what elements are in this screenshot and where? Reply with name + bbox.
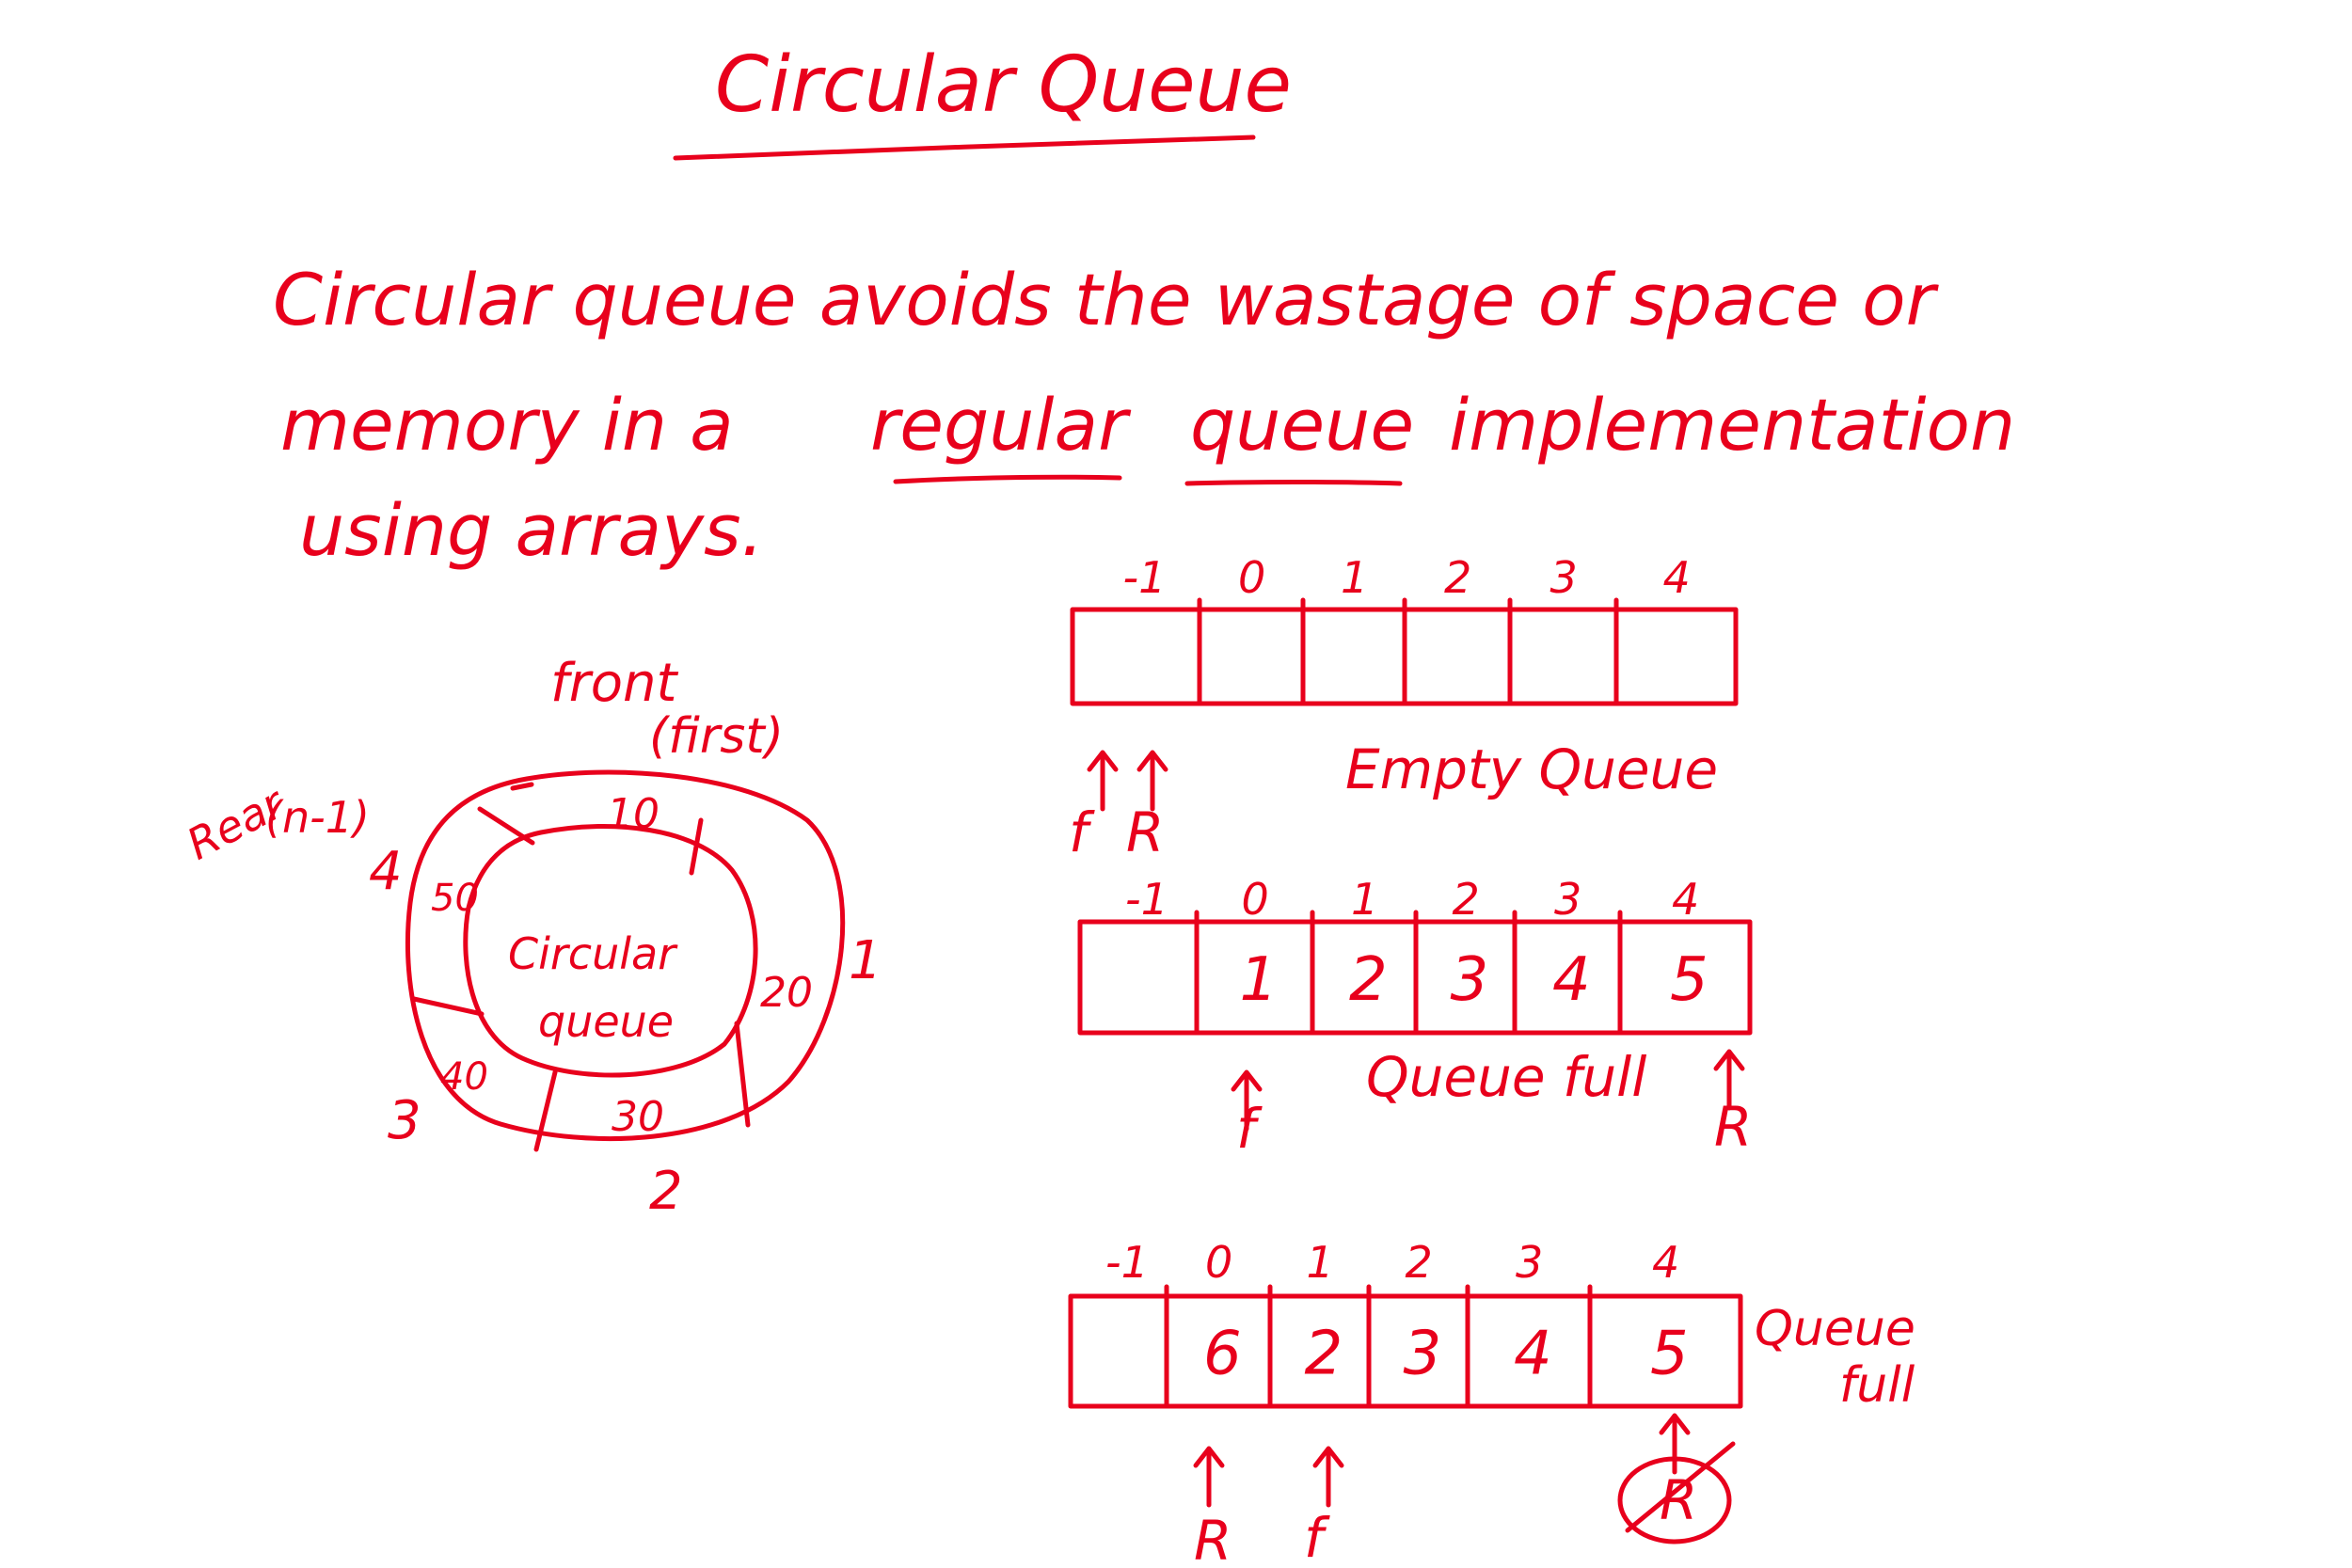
slot-index: 3 <box>388 1090 421 1151</box>
array-index-label: 2 <box>1444 552 1471 603</box>
array-cell-value: 2 <box>1305 1320 1343 1389</box>
array-cell-value: 6 <box>1203 1320 1242 1389</box>
page-title: Circular Queue <box>715 40 1292 130</box>
ring-divider <box>411 996 485 1017</box>
inner-ring <box>463 824 758 1078</box>
array-index-label: 2 <box>1406 1237 1433 1288</box>
intro-line-2-implementation: implementation <box>1449 383 2015 467</box>
front-sub-label: (first) <box>649 708 784 765</box>
array-cell-value: 3 <box>1451 945 1489 1015</box>
array-cell-value: 4 <box>1514 1320 1552 1389</box>
ring-divider <box>477 806 535 846</box>
slot-value: 50 <box>431 877 479 920</box>
array-index-label: -1 <box>1105 1237 1149 1288</box>
slot-value: 40 <box>440 1055 488 1099</box>
underline-regular <box>893 474 1122 484</box>
ring-divider <box>734 1021 751 1128</box>
circular-queue-diagram: Circular queue 10 20 30 40 50 1 2 3 4 fr… <box>179 653 882 1222</box>
array-index-label: 4 <box>1663 552 1691 603</box>
array-box <box>1068 1293 1743 1409</box>
intro-line-3: using arrays. <box>299 488 764 572</box>
array-index-label: 1 <box>1341 552 1368 603</box>
strike-line <box>1625 1441 1736 1533</box>
slot-index: 4 <box>369 841 403 902</box>
slot-index: 2 <box>649 1161 683 1222</box>
pointer-label: f <box>1236 1097 1263 1161</box>
array-index-label: 1 <box>1307 1237 1334 1288</box>
array-caption: Queue <box>1755 1301 1915 1357</box>
pointer-arrow-icon <box>1193 1446 1225 1508</box>
slot-value: 20 <box>760 969 813 1017</box>
pointer-label: R <box>1126 800 1164 864</box>
strike-circle <box>1617 1456 1732 1544</box>
pointer-arrow-icon <box>1713 1049 1745 1111</box>
circle-center-label-2: queue <box>538 996 674 1047</box>
array-caption: Empty Queue <box>1345 737 1718 801</box>
pointer-arrow-icon <box>1659 1413 1691 1475</box>
array-cell-value: 3 <box>1404 1320 1442 1389</box>
circle-center-label-1: Circular <box>508 928 678 979</box>
ring-divider <box>533 1069 558 1152</box>
array-index-label: 4 <box>1672 874 1699 925</box>
ring-divider <box>510 782 534 791</box>
array-cell-value: 1 <box>1240 945 1279 1015</box>
array-index-label: 4 <box>1652 1237 1679 1288</box>
pointer-label: R <box>1714 1095 1752 1159</box>
array-index-label: 0 <box>1205 1237 1232 1288</box>
array-index-label: 1 <box>1351 874 1378 925</box>
pointer-label: f <box>1069 800 1095 864</box>
pointer-arrow-icon <box>1231 1069 1263 1132</box>
array-cell-value: 4 <box>1552 945 1591 1015</box>
pointer-label: f <box>1304 1506 1330 1568</box>
array-index-label: 0 <box>1238 552 1265 603</box>
intro-line-2-regular: regular <box>870 383 1132 467</box>
pointer-arrow-icon <box>1312 1446 1344 1508</box>
pointer-arrow-icon <box>1087 750 1119 812</box>
intro-line-1: Circular queue avoids the wastage of spa… <box>273 258 1940 341</box>
array-index-label: 3 <box>1554 874 1581 925</box>
array-cell-value: 5 <box>1650 1320 1689 1389</box>
pointer-label: R <box>1194 1509 1232 1568</box>
title-underline <box>673 135 1256 161</box>
array-caption: Queue full <box>1366 1045 1646 1109</box>
array-index-label: -1 <box>1125 874 1168 925</box>
array-index-label: 3 <box>1516 1237 1543 1288</box>
slot-index: 1 <box>849 930 882 991</box>
pointer-arrow-icon <box>1136 750 1168 812</box>
ring-divider <box>689 817 704 876</box>
array-index-label: 2 <box>1453 874 1480 925</box>
array-index-label: 3 <box>1550 552 1578 603</box>
intro-line-2-queue: queue <box>1190 383 1414 467</box>
array-caption: full <box>1839 1357 1915 1414</box>
array-cell-value: 5 <box>1670 945 1708 1015</box>
slot-value: 30 <box>612 1093 664 1141</box>
rear-sub-label: (n-1) <box>265 792 370 843</box>
underline-queue <box>1184 480 1403 486</box>
outer-ring <box>405 769 846 1142</box>
intro-line-2a: memory in a <box>280 383 734 467</box>
array-index-label: -1 <box>1123 552 1167 603</box>
array-cell-value: 2 <box>1349 945 1388 1015</box>
array-index-label: 0 <box>1242 874 1269 925</box>
slot-value: 10 <box>607 790 660 838</box>
front-label: front <box>550 653 678 714</box>
